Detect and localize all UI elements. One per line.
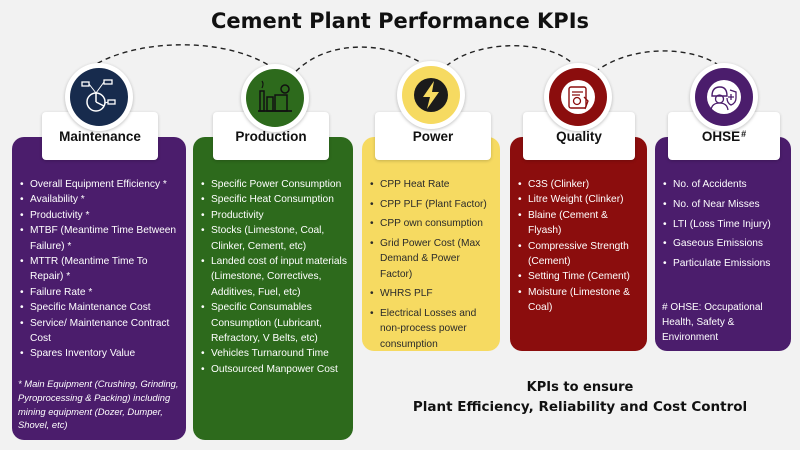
power-kpi-item: CPP PLF (Plant Factor)	[369, 197, 494, 213]
power-kpi-item: WHRS PLF	[369, 286, 494, 302]
power-title: Power	[412, 128, 454, 144]
quality-kpi-item: Moisture (Limestone & Coal)	[517, 285, 641, 316]
production-kpi-item: Productivity	[200, 208, 347, 224]
production-panel: Specific Power ConsumptionSpecific Heat …	[193, 137, 353, 440]
production-title: Production	[235, 128, 307, 144]
production-kpi-list: Specific Power ConsumptionSpecific Heat …	[200, 177, 347, 378]
maintenance-kpi-item: Spares Inventory Value	[19, 346, 180, 362]
footer-line-2: Plant Efficiency, Reliability and Cost C…	[412, 399, 748, 415]
maintenance-icon-circle	[65, 63, 133, 131]
production-kpi-item: Specific Consumables Consumption (Lubric…	[200, 300, 347, 346]
power-panel: CPP Heat RateCPP PLF (Plant Factor) CPP o…	[362, 137, 500, 351]
power-kpi-item: CPP own consumption	[369, 216, 494, 232]
page-title: Cement Plant Performance KPIs	[210, 9, 590, 33]
ohse-kpi-item: Gaseous Emissions	[662, 236, 785, 252]
production-kpi-item: Specific Power Consumption	[200, 177, 347, 193]
maintenance-kpi-item: MTBF (Meantime Time Between Failure) *	[19, 223, 180, 254]
maintenance-kpi-item: Availability *	[19, 192, 180, 208]
ohse-panel: No. of AccidentsNo. of Near MissesLTI (L…	[655, 137, 791, 351]
certificate-icon	[561, 80, 595, 114]
ohse-icon-circle	[690, 63, 758, 131]
ohse-kpi-list: No. of AccidentsNo. of Near MissesLTI (L…	[662, 177, 785, 276]
production-kpi-item: Stocks (Limestone, Coal, Clinker, Cement…	[200, 223, 347, 254]
maintenance-panel: Overall Equipment Efficiency *Availabili…	[12, 137, 186, 440]
maintenance-title: Maintenance	[59, 128, 141, 144]
maintenance-kpi-item: Service/ Maintenance Contract Cost	[19, 316, 180, 347]
production-kpi-item: Specific Heat Consumption	[200, 192, 347, 208]
maintenance-footnote: * Main Equipment (Crushing, Grinding, Py…	[18, 378, 179, 431]
pie-chart-icon	[81, 79, 116, 112]
maintenance-kpi-item: MTTR (Meantime Time To Repair) *	[19, 254, 180, 285]
quality-panel: C3S (Clinker)Litre Weight (Clinker)Blain…	[510, 137, 647, 351]
footer-line-1: KPIs to ensure	[526, 380, 634, 395]
lightning-icon	[414, 78, 448, 112]
power-kpi-item: Electrical Losses and non-process power …	[369, 306, 494, 352]
power-kpi-item: Grid Power Cost (Max Demand & Power Fact…	[369, 236, 494, 282]
production-kpi-item: Vehicles Turnaround Time	[200, 346, 347, 362]
ohse-title-mark: #	[741, 129, 747, 139]
power-header: Power	[375, 112, 491, 160]
ohse-kpi-item: Particulate Emissions	[662, 256, 785, 272]
ohse-footnote: # OHSE: Occupational Health, Safety & En…	[662, 302, 763, 343]
quality-icon-circle	[544, 63, 612, 131]
production-icon-circle	[241, 64, 309, 132]
quality-kpi-item: C3S (Clinker)	[517, 177, 641, 193]
power-icon-circle	[397, 61, 465, 129]
ohse-title: OHSE	[701, 128, 741, 144]
production-header: Production	[213, 112, 329, 160]
maintenance-kpi-item: Overall Equipment Efficiency *	[19, 177, 180, 193]
maintenance-kpi-list: Overall Equipment Efficiency *Availabili…	[19, 177, 180, 362]
production-kpi-item: Landed cost of input materials (Limeston…	[200, 254, 347, 300]
quality-kpi-item: Blaine (Cement & Flyash)	[517, 208, 641, 239]
maintenance-kpi-item: Productivity *	[19, 208, 180, 224]
maintenance-kpi-item: Specific Maintenance Cost	[19, 300, 180, 316]
power-kpi-list: CPP Heat RateCPP PLF (Plant Factor) CPP o…	[369, 177, 494, 356]
worker-safety-icon	[707, 80, 741, 114]
factory-icon	[258, 80, 292, 112]
maintenance-kpi-item: Failure Rate *	[19, 285, 180, 301]
quality-title: Quality	[556, 128, 602, 144]
quality-kpi-item: Litre Weight (Clinker)	[517, 192, 641, 208]
power-kpi-item: CPP Heat Rate	[369, 177, 494, 193]
quality-kpi-item: Compressive Strength (Cement)	[517, 239, 641, 270]
ohse-kpi-item: LTI (Loss Time Injury)	[662, 217, 785, 233]
quality-kpi-list: C3S (Clinker)Litre Weight (Clinker)Blain…	[517, 177, 641, 316]
ohse-kpi-item: No. of Near Misses	[662, 197, 785, 213]
ohse-kpi-item: No. of Accidents	[662, 177, 785, 193]
quality-kpi-item: Setting Time (Cement)	[517, 269, 641, 285]
quality-header: Quality	[523, 112, 635, 160]
production-kpi-item: Outsourced Manpower Cost	[200, 362, 347, 378]
